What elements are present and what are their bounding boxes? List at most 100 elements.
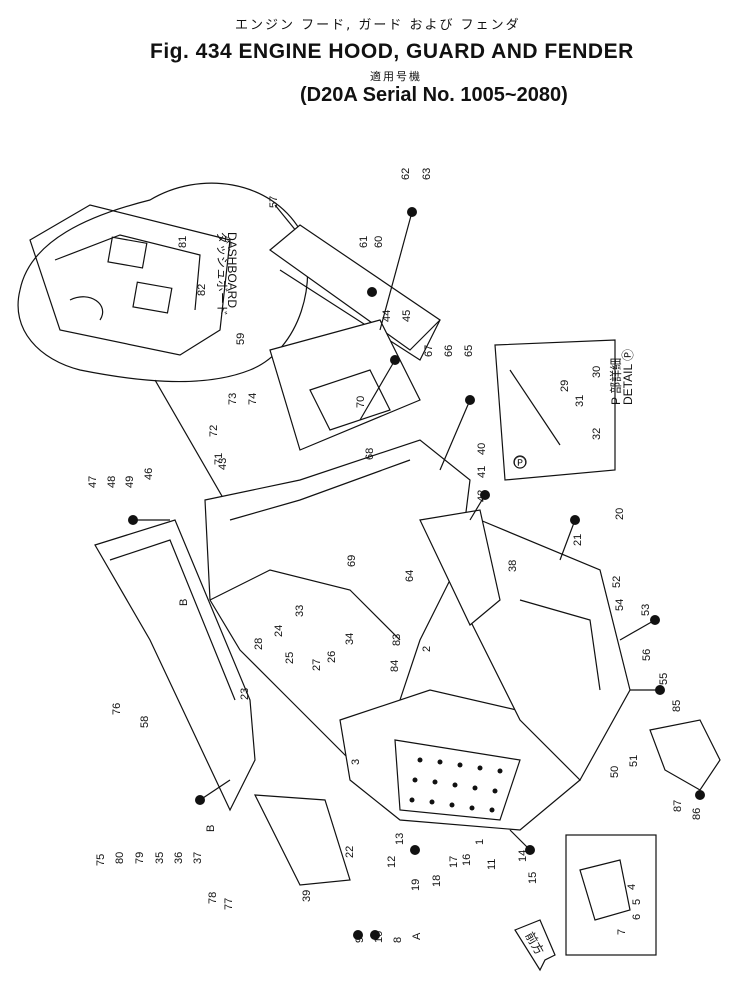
- part-number-69: 69: [346, 555, 358, 567]
- guard-57: [269, 224, 441, 361]
- bolt-fastener: [650, 615, 660, 625]
- part-number-21: 21: [572, 534, 584, 546]
- bolt-fastener: [410, 845, 420, 855]
- detail-marker: Ⓟ: [514, 456, 526, 470]
- bolt-fastener: [370, 930, 380, 940]
- part-number-63: 63: [421, 168, 433, 180]
- detail-label: DETAIL Ⓟ: [621, 349, 635, 405]
- part-number-37: 37: [192, 852, 204, 864]
- part-number-25: 25: [284, 652, 296, 664]
- detail-p-box: [494, 339, 616, 481]
- part-number-58: 58: [139, 716, 151, 728]
- part-number-41: 41: [476, 466, 488, 478]
- part-number-79: 79: [134, 852, 146, 864]
- part-number-23: 23: [239, 688, 251, 700]
- tow-hook-85: [649, 719, 721, 791]
- part-number-12: 12: [386, 856, 398, 868]
- part-number-10: 10: [373, 931, 385, 943]
- part-number-17: 17: [448, 856, 460, 868]
- part-number-43: 43: [217, 458, 229, 470]
- part-number-73: 73: [227, 393, 239, 405]
- part-number-70: 70: [355, 396, 367, 408]
- bolt-fastener: [695, 790, 705, 800]
- figure-header: エンジン フード, ガード および フェンダ Fig. 434 ENGINE H…: [0, 0, 750, 110]
- part-number-42: 42: [476, 490, 488, 502]
- bolt-fastener: [570, 515, 580, 525]
- radiator-guard: [339, 519, 631, 831]
- bolt-fastener: [128, 515, 138, 525]
- part-number-24: 24: [273, 625, 285, 637]
- part-number-11: 11: [486, 859, 498, 870]
- bolt-fastener: [525, 845, 535, 855]
- part-number-49: 49: [124, 476, 136, 488]
- part-number-86: 86: [691, 808, 703, 820]
- part-number-20: 20: [614, 508, 626, 520]
- part-number-33: 33: [294, 605, 306, 617]
- part-number-62: 62: [400, 168, 412, 180]
- lower-panels: [253, 509, 501, 886]
- part-number-b: B: [205, 825, 217, 832]
- part-number-7: 7: [616, 929, 628, 935]
- part-number-51: 51: [628, 755, 640, 767]
- part-number-46: 46: [143, 468, 155, 480]
- bolt-fastener: [390, 355, 400, 365]
- part-number-71: 71: [213, 453, 225, 465]
- part-number-83: 83: [391, 634, 403, 646]
- japanese-title: エンジン フード, ガード および フェンダ: [235, 18, 521, 33]
- leader-line: [359, 359, 396, 421]
- figure-title: Fig. 434 ENGINE HOOD, GUARD AND FENDER: [150, 40, 634, 63]
- part-number-45: 45: [401, 310, 413, 322]
- part-number-18: 18: [431, 875, 443, 887]
- part-number-32: 32: [591, 428, 603, 440]
- part-number-82: 82: [196, 284, 208, 296]
- part-number-44: 44: [381, 310, 393, 322]
- bolt-fastener: [480, 490, 490, 500]
- part-number-40: 40: [476, 443, 488, 455]
- leader-line: [439, 399, 471, 471]
- part-number-77: 77: [223, 898, 235, 910]
- part-number-47: 47: [87, 476, 99, 488]
- part-number-57: 57: [268, 196, 280, 208]
- detail-lower-box: [565, 834, 657, 956]
- part-number-64: 64: [404, 570, 416, 582]
- part-number-65: 65: [463, 345, 475, 357]
- part-number-74: 74: [247, 393, 259, 405]
- part-number-15: 15: [527, 872, 539, 884]
- part-number-72: 72: [208, 425, 220, 437]
- part-number-26: 26: [326, 651, 338, 663]
- bolt-fastener: [353, 930, 363, 940]
- left-fender: [94, 519, 256, 812]
- part-number-76: 76: [111, 703, 123, 715]
- fasteners: [128, 207, 705, 940]
- part-number-67: 67: [423, 345, 435, 357]
- part-number-66: 66: [443, 345, 455, 357]
- part-number-52: 52: [611, 576, 623, 588]
- bolt-fastener: [655, 685, 665, 695]
- part-number-85: 85: [671, 700, 683, 712]
- leader-line: [199, 779, 231, 801]
- part-number-35: 35: [154, 852, 166, 864]
- part-number-5: 5: [631, 899, 643, 905]
- part-number-75: 75: [95, 854, 107, 866]
- bolt-fastener: [367, 287, 377, 297]
- part-number-48: 48: [106, 476, 118, 488]
- bolt-fastener: [465, 395, 475, 405]
- part-number-78: 78: [207, 892, 219, 904]
- part-number-59: 59: [235, 333, 247, 345]
- bolt-fastener: [195, 795, 205, 805]
- part-number-81: 81: [177, 236, 189, 248]
- dashboard-jp-label: ダッシュボード: [215, 232, 230, 316]
- part-number-2: 2: [421, 646, 433, 652]
- part-number-53: 53: [640, 604, 652, 616]
- part-number-50: 50: [609, 766, 621, 778]
- part-number-36: 36: [173, 852, 185, 864]
- part-number-80: 80: [114, 852, 126, 864]
- part-number-a: A: [411, 932, 423, 940]
- part-number-8: 8: [392, 937, 404, 943]
- part-number-38: 38: [507, 560, 519, 572]
- part-number-14: 14: [517, 850, 529, 862]
- serial-range: (D20A Serial No. 1005~2080): [300, 84, 568, 106]
- part-number-54: 54: [614, 599, 626, 611]
- part-number-28: 28: [253, 638, 265, 650]
